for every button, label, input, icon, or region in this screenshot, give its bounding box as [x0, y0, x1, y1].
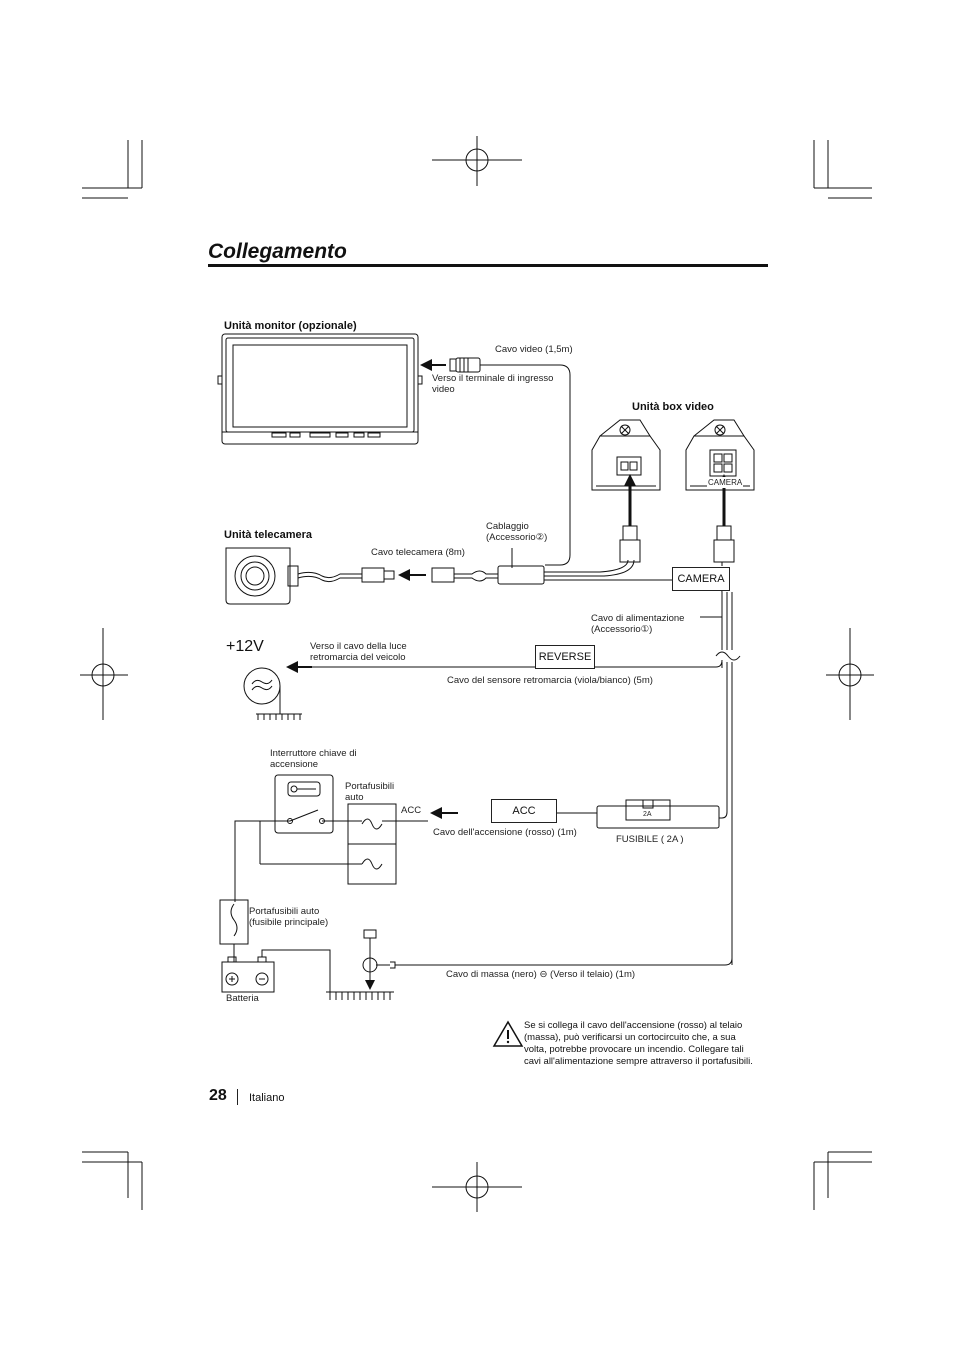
reverse-sensor-label: Cavo del sensore retromarcia (viola/bian… [447, 675, 653, 686]
plus12v-label: +12V [226, 638, 264, 655]
reverse-light-label: Verso il cavo della luce retromarcia del… [310, 641, 407, 663]
power-cable-label: Cavo di alimentazione (Accessorio①) [591, 613, 685, 635]
reverse-lamp [243, 667, 302, 720]
power-cable [700, 562, 741, 965]
crop-marks [82, 140, 872, 1210]
page-separator [237, 1089, 238, 1105]
acc-line [556, 799, 728, 829]
ground-cable-label: Cavo di massa (nero) ⊖ (Verso il telaio)… [446, 969, 636, 980]
ground-bolt [326, 929, 733, 1000]
fuse-value-label: 2A [643, 811, 652, 818]
camera-cable [297, 548, 723, 593]
wiring-harness-label: Cablaggio (Accessorio②) [486, 521, 548, 543]
car-fuse-holder-label: Portafusibili auto [345, 781, 395, 803]
video-input-label: Verso il terminale di ingresso video [432, 373, 554, 395]
video-plug [420, 357, 571, 566]
main-fuse [219, 899, 249, 962]
camera-unit-label: Unità telecamera [224, 529, 313, 541]
fuse-label: FUSIBILE ( 2A ) [616, 834, 684, 845]
battery [221, 949, 331, 993]
ignition-switch-label: Interruttore chiave di accensione [270, 748, 357, 770]
monitor-unit [217, 333, 423, 445]
reverse-box-label: REVERSE [535, 645, 595, 669]
main-fuse-label: Portafusibili auto (fusibile principale) [249, 906, 329, 928]
camera-cable-label: Cavo telecamera (8m) [371, 547, 465, 558]
page-title: Collegamento [208, 240, 347, 263]
camera-connector-label: CAMERA [707, 477, 744, 488]
acc-small-label: ACC [401, 805, 422, 816]
battery-label: Batteria [226, 993, 259, 1004]
warning-icon [492, 1020, 524, 1047]
ignition-switch [274, 774, 334, 834]
reverse-line [286, 659, 723, 673]
car-fuse-holder [234, 803, 458, 902]
video-cable-label: Cavo video (1,5m) [495, 344, 573, 355]
page-number: 28 [209, 1087, 227, 1104]
video-box-left [591, 419, 661, 491]
ignition-cable-label: Cavo dell'accensione (rosso) (1m) [433, 827, 577, 838]
title-rule [208, 264, 768, 267]
video-box-label: Unità box video [632, 401, 714, 413]
camera-unit [225, 547, 299, 605]
warning-text: Se si collega il cavo dell'accensione (r… [524, 1020, 753, 1067]
language-label: Italiano [249, 1092, 285, 1104]
registration-marks [80, 136, 874, 1212]
acc-box-label: ACC [491, 799, 557, 823]
monitor-unit-label: Unità monitor (opzionale) [224, 320, 357, 332]
camera-box-label: CAMERA [672, 567, 730, 591]
